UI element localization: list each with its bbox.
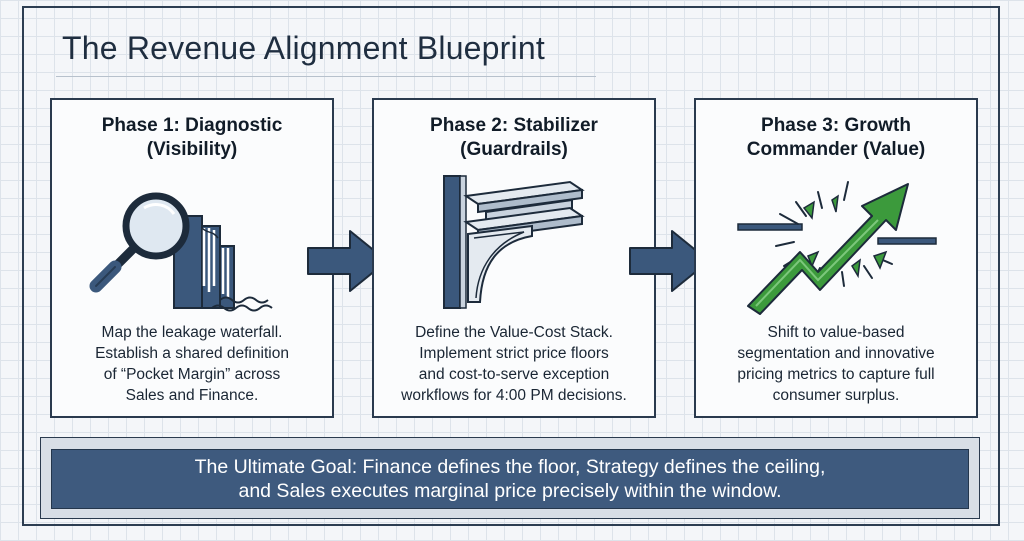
goal-banner-inner: The Ultimate Goal: Finance defines the f… [51, 449, 969, 509]
goal-line-1: The Ultimate Goal: Finance defines the f… [194, 456, 826, 478]
magnifier-waterfall-icon [89, 192, 273, 312]
page-title: The Revenue Alignment Blueprint [62, 30, 545, 66]
phase-3-description: Shift to value-based segmentation and in… [737, 324, 935, 404]
phase-1-description: Map the leakage waterfall. Establish a s… [95, 324, 289, 404]
phase-3-title: Phase 3: Growth Commander (Value) [746, 115, 926, 160]
phase-card-1: Phase 1: Diagnostic (Visibility) Map the… [50, 98, 334, 418]
beam-bracket-icon [443, 175, 585, 309]
goal-line-2: and Sales executes marginal price precis… [238, 480, 782, 502]
outer-frame [22, 6, 1000, 526]
phase-1-title: Phase 1: Diagnostic (Visibility) [101, 115, 283, 160]
title-underline [56, 76, 596, 77]
growth-arrow-breakthrough-icon [737, 181, 937, 315]
phase-2-title: Phase 2: Stabilizer (Guardrails) [430, 115, 598, 160]
flow-arrow-icon [307, 230, 388, 292]
goal-banner: The Ultimate Goal: Finance defines the f… [40, 437, 980, 519]
phase-card-2: Phase 2: Stabilizer (Guardrails) Define … [372, 98, 656, 418]
phase-2-description: Define the Value-Cost Stack. Implement s… [401, 324, 627, 404]
phase-card-3: Phase 3: Growth Commander (Value) Shift … [694, 98, 978, 418]
flow-arrow-icon [629, 230, 710, 292]
